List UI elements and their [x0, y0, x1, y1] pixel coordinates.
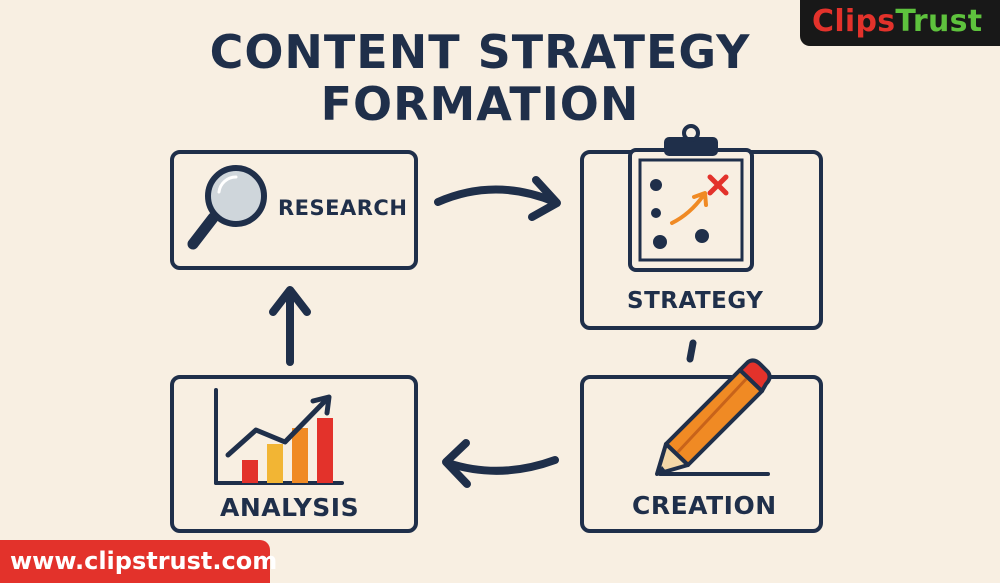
- diagram-title: CONTENT STRATEGY FORMATION: [209, 25, 751, 131]
- step-research-label: RESEARCH: [278, 196, 408, 220]
- logo-text-trust: Trust: [895, 4, 983, 39]
- logo-text-clips: Clips: [812, 4, 896, 39]
- brand-logo: ClipsTrust: [800, 0, 1000, 46]
- arrow-strategy-to-creation: [686, 339, 697, 363]
- arrow-creation-to-analysis: [442, 439, 559, 488]
- arrow-research-to-strategy: [434, 176, 561, 221]
- step-strategy-label: STRATEGY: [627, 288, 764, 314]
- step-creation-label: CREATION: [632, 491, 777, 520]
- arrow-analysis-to-research: [269, 286, 311, 366]
- step-analysis-label: ANALYSIS: [220, 493, 360, 522]
- website-url[interactable]: www.clipstrust.com: [0, 540, 277, 583]
